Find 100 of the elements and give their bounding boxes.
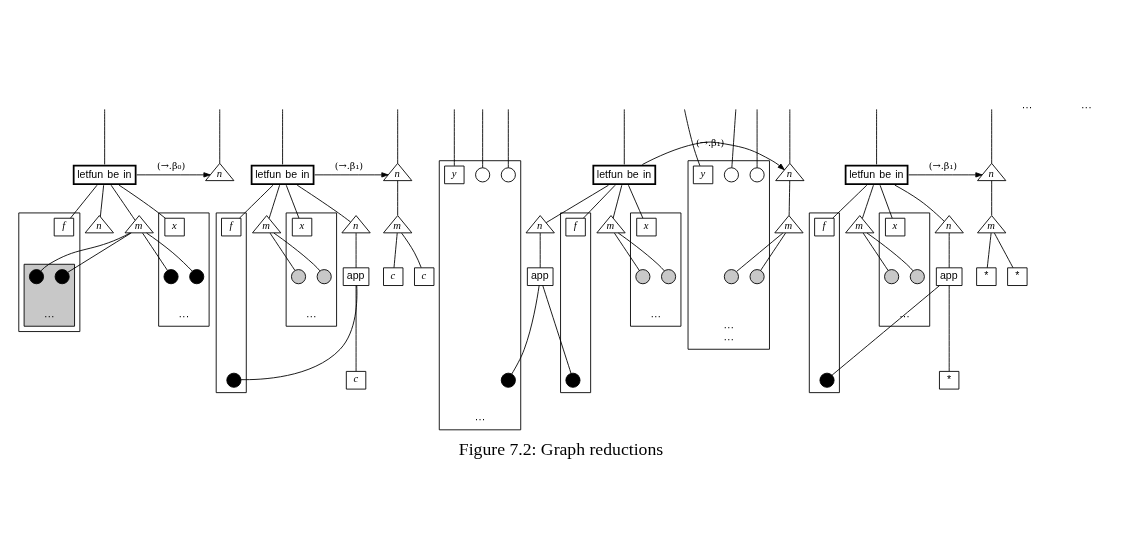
connector bbox=[986, 232, 992, 269]
node-box: letfun be in bbox=[250, 164, 315, 186]
connector bbox=[993, 232, 1014, 269]
connector bbox=[285, 184, 300, 219]
node-box: y bbox=[692, 165, 714, 185]
connector bbox=[894, 184, 945, 222]
connector bbox=[542, 285, 572, 374]
connector bbox=[268, 184, 281, 219]
connector bbox=[40, 232, 131, 272]
node-box: x bbox=[885, 217, 906, 237]
connector bbox=[355, 232, 357, 269]
arrow bbox=[641, 141, 785, 171]
label: ··· bbox=[1081, 101, 1092, 114]
node-circle bbox=[226, 372, 242, 388]
connector bbox=[613, 232, 640, 271]
label: ··· bbox=[1021, 101, 1033, 114]
caption: Figure 7.2: Graph reductions bbox=[458, 438, 664, 459]
node-circle bbox=[316, 269, 332, 285]
node-box: app bbox=[526, 267, 554, 286]
connector bbox=[273, 232, 321, 272]
connector bbox=[219, 108, 221, 164]
node-box: letfun be in bbox=[72, 164, 137, 186]
arrow bbox=[136, 172, 211, 178]
cluster bbox=[215, 212, 247, 394]
connector bbox=[731, 108, 737, 169]
node-box: x bbox=[636, 217, 657, 237]
connector bbox=[832, 184, 868, 219]
node-circle bbox=[565, 372, 581, 388]
node-box: c bbox=[414, 267, 435, 286]
edge-label: (→.β₀) bbox=[156, 160, 186, 172]
connector bbox=[99, 184, 105, 218]
node-box: letfun be in bbox=[592, 164, 657, 186]
connector bbox=[239, 184, 274, 219]
node-box: x bbox=[164, 217, 185, 237]
arrow bbox=[314, 172, 389, 178]
node-box: f bbox=[565, 217, 586, 237]
node-circle bbox=[749, 167, 765, 183]
node-box: * bbox=[976, 267, 997, 286]
connector bbox=[453, 108, 455, 167]
connector bbox=[110, 184, 136, 221]
connector bbox=[401, 232, 422, 268]
connector bbox=[991, 180, 993, 216]
connector bbox=[269, 232, 296, 271]
connector bbox=[583, 184, 616, 219]
connector bbox=[70, 184, 98, 219]
connector bbox=[355, 285, 357, 372]
connector bbox=[617, 232, 665, 272]
node-circle bbox=[54, 269, 70, 285]
edge-label: (→.β₁) bbox=[334, 160, 364, 172]
node-circle bbox=[661, 269, 677, 285]
connector bbox=[879, 184, 893, 219]
connector bbox=[67, 232, 132, 273]
node-circle bbox=[635, 269, 651, 285]
connector bbox=[760, 232, 786, 271]
connector bbox=[789, 108, 791, 164]
connector bbox=[282, 108, 284, 165]
node-circle bbox=[163, 269, 179, 285]
node-circle bbox=[749, 269, 765, 285]
connector bbox=[539, 232, 541, 269]
node-box: c bbox=[383, 267, 404, 286]
connector bbox=[240, 285, 358, 381]
node-circle bbox=[189, 269, 205, 285]
connector bbox=[623, 108, 625, 165]
connector bbox=[736, 232, 784, 272]
connector bbox=[146, 232, 193, 272]
node-circle bbox=[723, 167, 739, 183]
edge-label: (→.β₁) bbox=[928, 160, 958, 172]
node-circle bbox=[723, 269, 739, 285]
node-box: y bbox=[444, 165, 465, 185]
connector bbox=[482, 108, 484, 169]
node-box: f bbox=[221, 217, 242, 237]
connector bbox=[788, 180, 791, 217]
cluster bbox=[18, 212, 81, 332]
connector bbox=[866, 232, 914, 272]
connector bbox=[118, 184, 166, 219]
connector bbox=[861, 184, 874, 219]
connector bbox=[545, 184, 609, 224]
node-circle bbox=[884, 269, 900, 285]
connector bbox=[756, 108, 758, 169]
node-circle bbox=[500, 372, 516, 388]
node-box: app bbox=[342, 267, 370, 286]
node-box: * bbox=[939, 370, 960, 390]
node-circle bbox=[291, 269, 307, 285]
connector bbox=[948, 232, 950, 269]
connector bbox=[397, 108, 399, 164]
connector bbox=[397, 180, 399, 216]
connector bbox=[862, 232, 889, 271]
arrow bbox=[908, 172, 983, 178]
node-box: c bbox=[345, 370, 367, 390]
connector bbox=[104, 108, 106, 165]
connector bbox=[511, 285, 540, 375]
node-box: f bbox=[53, 217, 75, 237]
connector bbox=[628, 184, 644, 219]
connector bbox=[296, 184, 351, 223]
node-circle bbox=[475, 167, 491, 183]
node-circle bbox=[909, 269, 925, 285]
node-box: x bbox=[291, 217, 313, 237]
connector bbox=[948, 285, 950, 372]
connector bbox=[684, 108, 701, 167]
connector bbox=[876, 108, 878, 165]
